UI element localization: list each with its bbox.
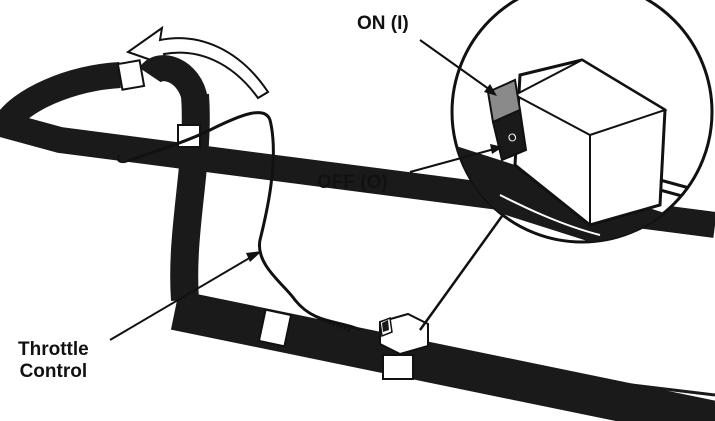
off-label: OFF (O) xyxy=(317,172,388,193)
small-switch xyxy=(379,312,429,356)
magnify-leader-line xyxy=(418,204,512,331)
upper-handle-bar xyxy=(0,55,715,238)
throttle-label-line2: Control xyxy=(19,361,88,382)
handle-upright xyxy=(116,59,414,380)
callout-arrows xyxy=(109,39,503,341)
throttle-cable xyxy=(117,111,361,332)
on-label: ON (I) xyxy=(357,13,409,34)
rotation-arrow xyxy=(125,25,270,100)
throttle-control-label: Throttle Control xyxy=(18,339,89,383)
lower-handle-bar xyxy=(170,290,715,421)
throttle-label-line1: Throttle xyxy=(18,339,89,360)
magnified-switch-view: O xyxy=(450,0,714,244)
